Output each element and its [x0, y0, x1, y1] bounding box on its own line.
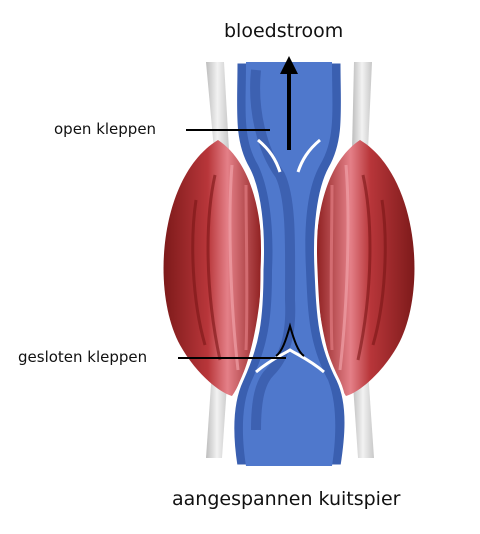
vein [231, 60, 348, 468]
right-muscle [316, 140, 415, 396]
closed-valve [255, 348, 325, 374]
closed-valve-marker [275, 322, 305, 357]
open-valve-right [296, 138, 321, 173]
flow-arrow [280, 56, 298, 150]
left-tendon [206, 62, 229, 458]
open-valves-label: open kleppen [54, 120, 157, 138]
right-tendon [352, 62, 374, 458]
left-muscle [163, 140, 262, 396]
flow-label: bloedstroom [224, 20, 344, 42]
open-valve-left [257, 138, 282, 173]
caption: aangespannen kuitspier [172, 488, 401, 510]
closed-valves-label: gesloten kleppen [18, 348, 148, 366]
